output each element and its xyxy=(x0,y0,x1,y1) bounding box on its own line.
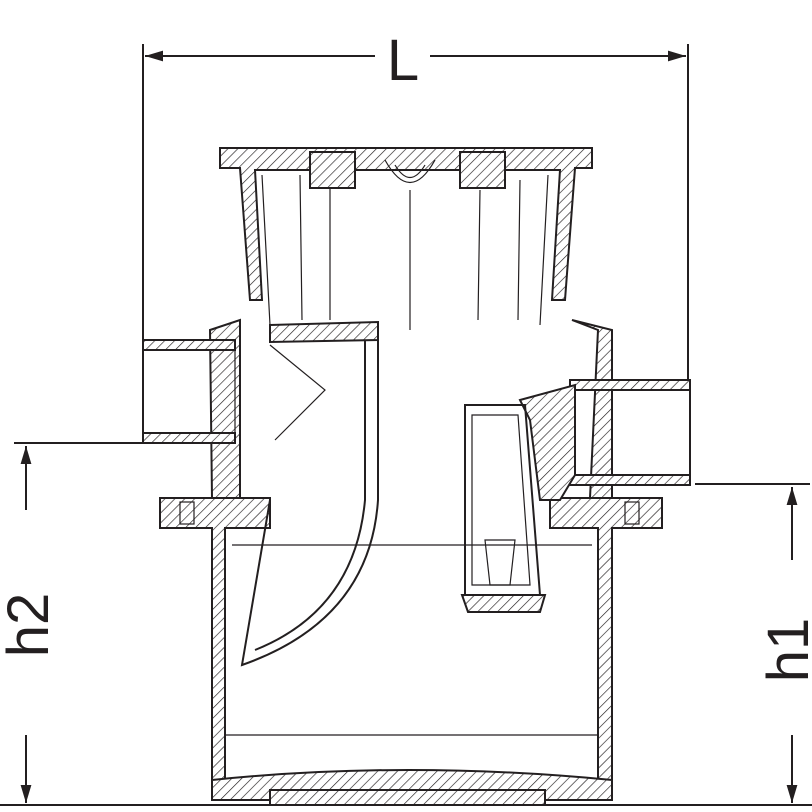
trap-body xyxy=(159,318,663,806)
outlet-height-dimension: h1 xyxy=(695,483,812,803)
odour-trap-float xyxy=(460,404,547,613)
length-label: L xyxy=(387,28,419,93)
outlet-height-label: h1 xyxy=(756,618,812,683)
inlet-height-label: h2 xyxy=(0,593,61,658)
inlet-height-dimension: h2 xyxy=(0,442,142,803)
outlet-pipe xyxy=(518,379,691,501)
inlet-pipe xyxy=(142,320,379,667)
grate-frame xyxy=(219,147,593,330)
length-dimension: L xyxy=(142,28,689,380)
